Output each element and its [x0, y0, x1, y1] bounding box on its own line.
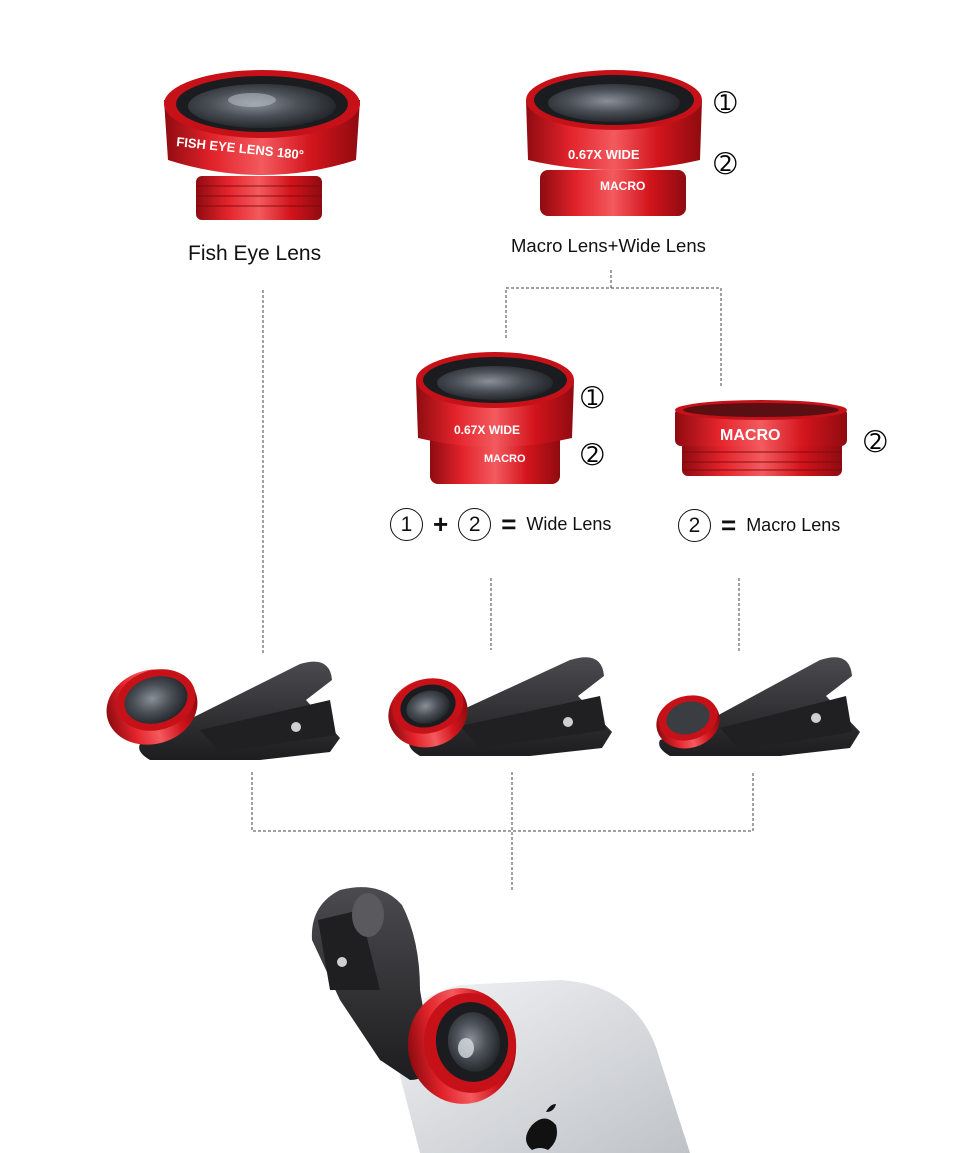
wide-combo-ring-text-wide: 0.67X WIDE — [454, 423, 520, 437]
plus-sign: + — [433, 509, 449, 539]
equals-sign: = — [721, 510, 737, 540]
wide-lens-equation: 1 + 2 = Wide Lens — [390, 508, 611, 541]
macro-wide-caption: Macro Lens+Wide Lens — [511, 235, 706, 256]
marker-1-middle: ➀ — [581, 383, 604, 414]
fish-eye-caption: Fish Eye Lens — [188, 242, 322, 265]
circled-number-2: 2 — [678, 509, 711, 542]
circled-number-2: 2 — [458, 508, 492, 541]
clip-with-macro-lens — [656, 657, 860, 756]
macro-lens-equation: 2 = Macro Lens — [678, 509, 840, 542]
macro-ring-text: MACRO — [720, 427, 780, 444]
macro-wide-ring-text-macro: MACRO — [600, 179, 645, 193]
wide-combo-ring-text-macro: MACRO — [484, 453, 526, 465]
marker-2-top: ➁ — [714, 149, 737, 180]
circled-number-1: 1 — [390, 508, 423, 541]
marker-2-macro-ring: ➁ — [864, 427, 887, 458]
macro-wide-ring-text-wide: 0.67X WIDE — [568, 147, 640, 162]
clip-with-fish-eye — [106, 661, 340, 760]
marker-1-top: ➀ — [714, 88, 737, 119]
equals-sign: = — [501, 509, 517, 539]
macro-lens-label: Macro Lens — [746, 515, 841, 535]
clip-with-wide-lens — [388, 657, 612, 756]
marker-2-middle: ➁ — [581, 440, 604, 471]
wide-lens-label: Wide Lens — [526, 514, 612, 534]
